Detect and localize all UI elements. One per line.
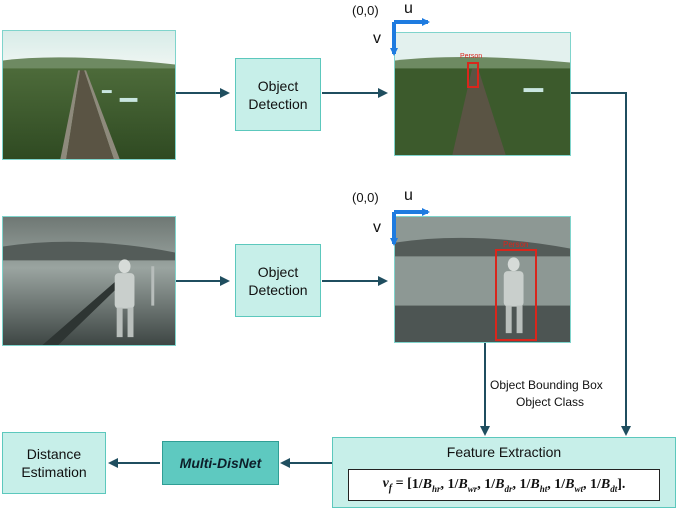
rgb-input-image bbox=[2, 30, 176, 160]
formula-term-1: 1/Bhr, bbox=[411, 476, 448, 494]
formula-lhs: vf = [ bbox=[382, 476, 412, 494]
person-bbox-bottom bbox=[495, 249, 537, 341]
rgb-detection-image bbox=[394, 32, 571, 156]
bbox-annotation-line2: Object Class bbox=[516, 395, 585, 409]
formula-term-6: 1/Bdt bbox=[590, 476, 618, 494]
feature-extraction-block: Feature Extraction vf = [ 1/Bhr, 1/Bwr, … bbox=[332, 437, 676, 508]
uv-axes-top bbox=[390, 18, 430, 56]
formula-term-2: 1/Bwr, bbox=[447, 476, 485, 494]
formula-close: ]. bbox=[617, 477, 626, 492]
distance-estimation-block: Distance Estimation bbox=[2, 432, 106, 494]
feature-vector-formula: vf = [ 1/Bhr, 1/Bwr, 1/Bdr, 1/Bht, 1/Bwt… bbox=[348, 469, 660, 501]
u-axis-label-bottom: u bbox=[404, 187, 413, 204]
person-label-top: Person bbox=[460, 53, 483, 60]
uv-axes-bottom bbox=[390, 208, 430, 246]
thermal-detection-image bbox=[394, 216, 571, 343]
object-detection-block-top: Object Detection bbox=[235, 58, 321, 131]
multi-disnet-block: Multi-DisNet bbox=[162, 441, 279, 485]
formula-term-4: 1/Bht, bbox=[519, 476, 555, 494]
v-axis-label-bottom: v bbox=[373, 219, 381, 236]
person-label-bottom: Person bbox=[503, 240, 529, 249]
bbox-annotation-line1: Object Bounding Box bbox=[490, 378, 603, 392]
feature-extraction-title: Feature Extraction bbox=[446, 444, 562, 460]
formula-term-5: 1/Bwt, bbox=[554, 476, 591, 494]
formula-term-3: 1/Bdr, bbox=[484, 476, 520, 494]
person-bbox-top bbox=[467, 62, 479, 88]
u-axis-label-top: u bbox=[404, 0, 413, 17]
thermal-input-image bbox=[2, 216, 176, 346]
origin-label-bottom: (0,0) bbox=[352, 190, 379, 205]
arrow-rgb-result-to-feature bbox=[571, 92, 631, 436]
v-axis-label-top: v bbox=[373, 30, 381, 47]
origin-label-top: (0,0) bbox=[352, 3, 379, 18]
object-detection-block-bottom: Object Detection bbox=[235, 244, 321, 317]
